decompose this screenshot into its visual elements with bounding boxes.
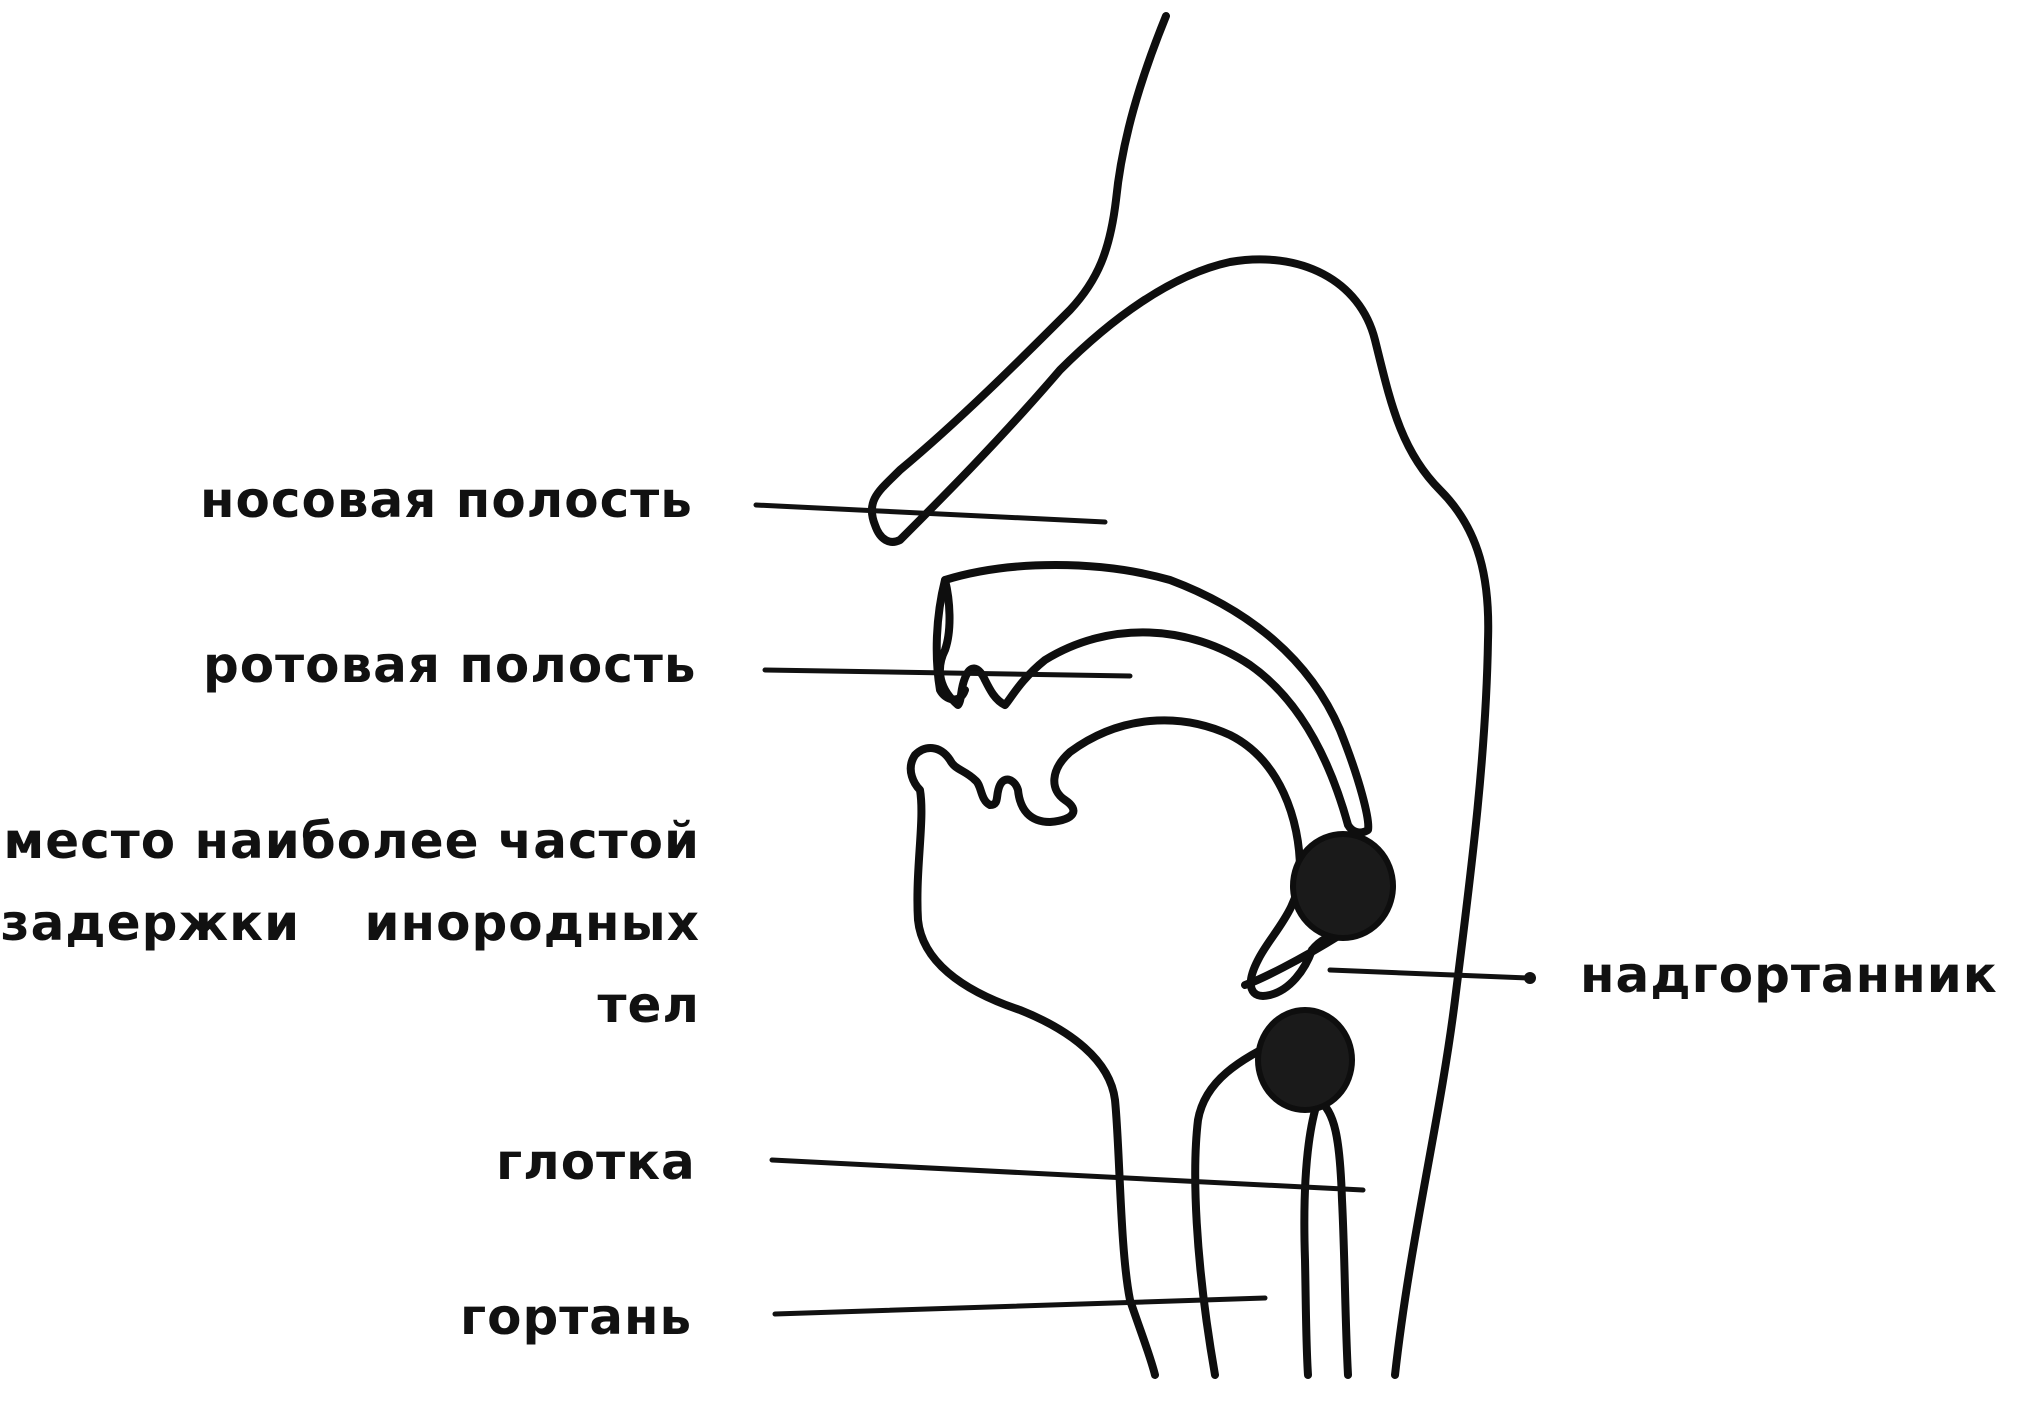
label-foreign-body-site-line1: место наиболее частой — [3, 812, 700, 870]
leader-larynx — [772, 1295, 1268, 1317]
label-oral-cavity: ротовая полость — [203, 636, 697, 694]
larynx-tube-left — [1191, 1036, 1284, 1379]
upper-lip-line — [932, 576, 969, 704]
leader-epiglottis — [1327, 967, 1531, 981]
label-epiglottis: надгортанник — [1580, 946, 1998, 1004]
leader-oral-cavity — [762, 667, 1133, 679]
palate-outline — [935, 561, 1373, 837]
larynx-tube-inner-right — [1314, 1096, 1352, 1379]
leader-epiglottis-dot — [1524, 972, 1536, 984]
label-larynx: гортань — [460, 1288, 693, 1346]
label-foreign-body-site-line2: задержки инородных — [0, 894, 700, 952]
leader-nasal-cavity — [753, 502, 1108, 525]
label-pharynx: глотка — [496, 1133, 696, 1191]
larynx-tube-inner-left — [1300, 1096, 1322, 1379]
nose-profile-line — [867, 12, 1493, 1379]
label-foreign-body-site-line3: тел — [597, 976, 700, 1034]
tongue-outline — [906, 716, 1316, 1379]
leader-pharynx — [769, 1157, 1366, 1193]
foreign-body-upper — [1290, 831, 1396, 941]
label-nasal-cavity: носовая полость — [200, 471, 693, 529]
label-foreign-body-site: место наиболее частой задержки инородных… — [1, 800, 700, 1046]
foreign-body-lower — [1255, 1007, 1355, 1113]
